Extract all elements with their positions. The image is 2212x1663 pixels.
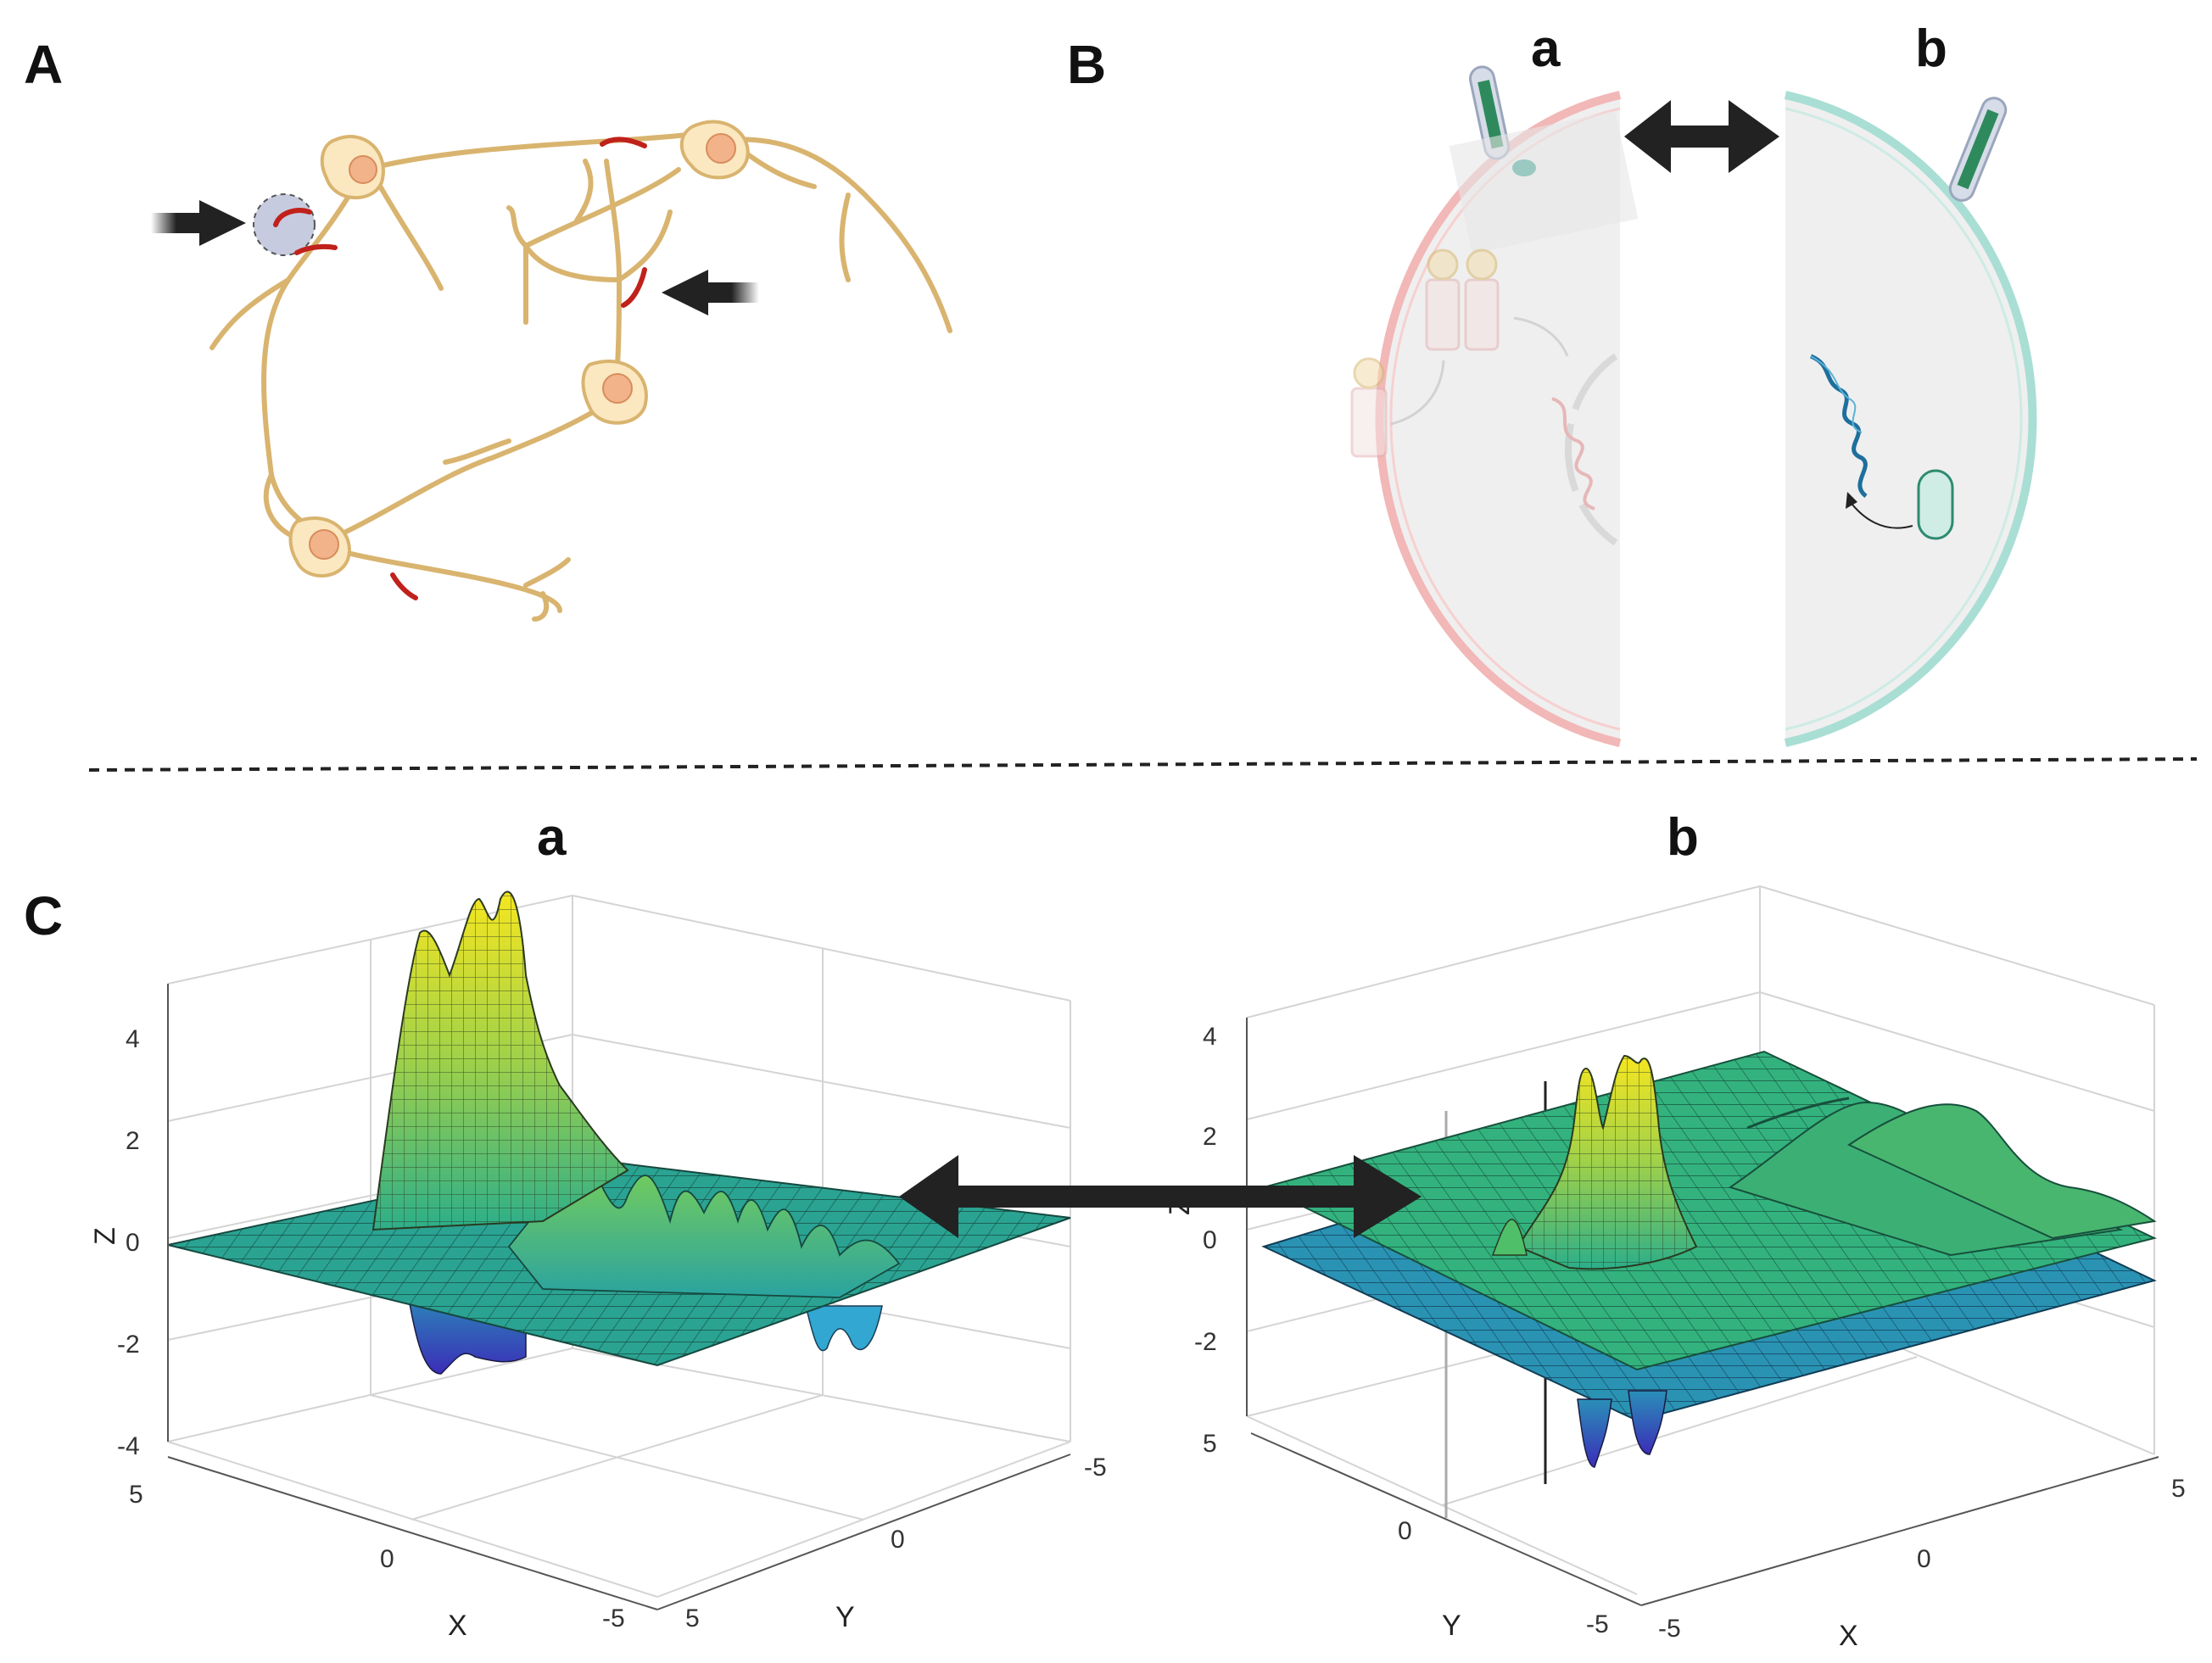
x-tick: -5 [602,1604,625,1632]
y-tick: 0 [891,1526,905,1554]
cell-half-a [1350,65,1639,747]
receptor-b [1948,97,2008,202]
y-tick: 5 [1203,1430,1217,1458]
panel-a-letter: A [24,34,63,95]
z-tick: 2 [1203,1123,1217,1151]
nucleus-a [1564,353,1618,546]
section-divider [88,757,2198,772]
plot-b-ylabel: Y [1442,1610,1461,1642]
panel-c-sub-b: b [1667,808,1699,867]
panel-c: C a b [24,808,2186,1652]
panel-b-sub-a: a [1531,20,1561,78]
arrow-right-to-disk [151,200,246,246]
plot-b-z-ticks: 4 2 0 -2 [1194,1023,1217,1356]
y-tick: -5 [1586,1610,1609,1638]
neuron-network-illustration [209,131,952,622]
z-tick: 2 [126,1127,140,1155]
z-tick: -4 [117,1432,140,1460]
z-tick: 0 [126,1229,140,1257]
plot-a-xlabel: X [448,1610,467,1642]
highlight-disk [253,193,316,256]
x-tick: -5 [1658,1615,1681,1643]
arrow-left-to-synapse [662,270,759,315]
signaling-molecules-a [1350,248,1569,458]
plot-b-y-ticks: 5 0 -5 [1203,1430,1609,1638]
plot-a-zlabel: Z [89,1227,121,1245]
surface-plot-a: 4 2 0 -2 -4 5 0 -5 5 0 -5 X Y Z [89,890,1107,1642]
x-tick: 5 [2171,1475,2186,1503]
y-tick: 5 [685,1604,700,1632]
x-tick: 0 [1917,1545,1931,1573]
x-tick: 0 [380,1545,394,1573]
plot-b-xlabel: X [1839,1620,1858,1652]
y-tick: 0 [1398,1517,1412,1545]
z-tick: 0 [1203,1226,1217,1254]
z-tick: -2 [117,1331,140,1359]
molecule-b [1917,469,1954,540]
y-tick: -5 [1084,1454,1107,1482]
panel-b-sub-b: b [1915,20,1947,78]
neuron-somas [288,120,750,578]
panel-a: A [24,34,952,622]
surface-plot-b: 4 2 0 -2 5 0 -5 -5 0 5 Y X Z [1164,885,2186,1652]
panel-b: B a b [1067,20,2037,747]
plot-a-ylabel: Y [835,1601,855,1633]
z-tick: 4 [1203,1023,1217,1051]
plot-a-x-ticks: 5 0 -5 [129,1481,625,1632]
panel-c-sub-a: a [537,808,567,867]
synapse-marks [273,137,647,600]
plot-a-z-ticks: 4 2 0 -2 -4 [117,1025,140,1460]
double-arrow-c [899,1155,1422,1238]
z-tick: 4 [126,1025,140,1053]
dna-a [1551,397,1595,511]
z-tick: -2 [1194,1328,1217,1356]
plot-a-y-ticks: 5 0 -5 [685,1454,1107,1632]
panel-c-letter: C [24,885,63,946]
panel-b-letter: B [1067,34,1106,95]
x-tick: 5 [129,1481,143,1509]
double-arrow-b [1624,100,1779,173]
plot-b-x-ticks: -5 0 5 [1658,1475,2186,1643]
cell-half-b [1784,91,2037,747]
